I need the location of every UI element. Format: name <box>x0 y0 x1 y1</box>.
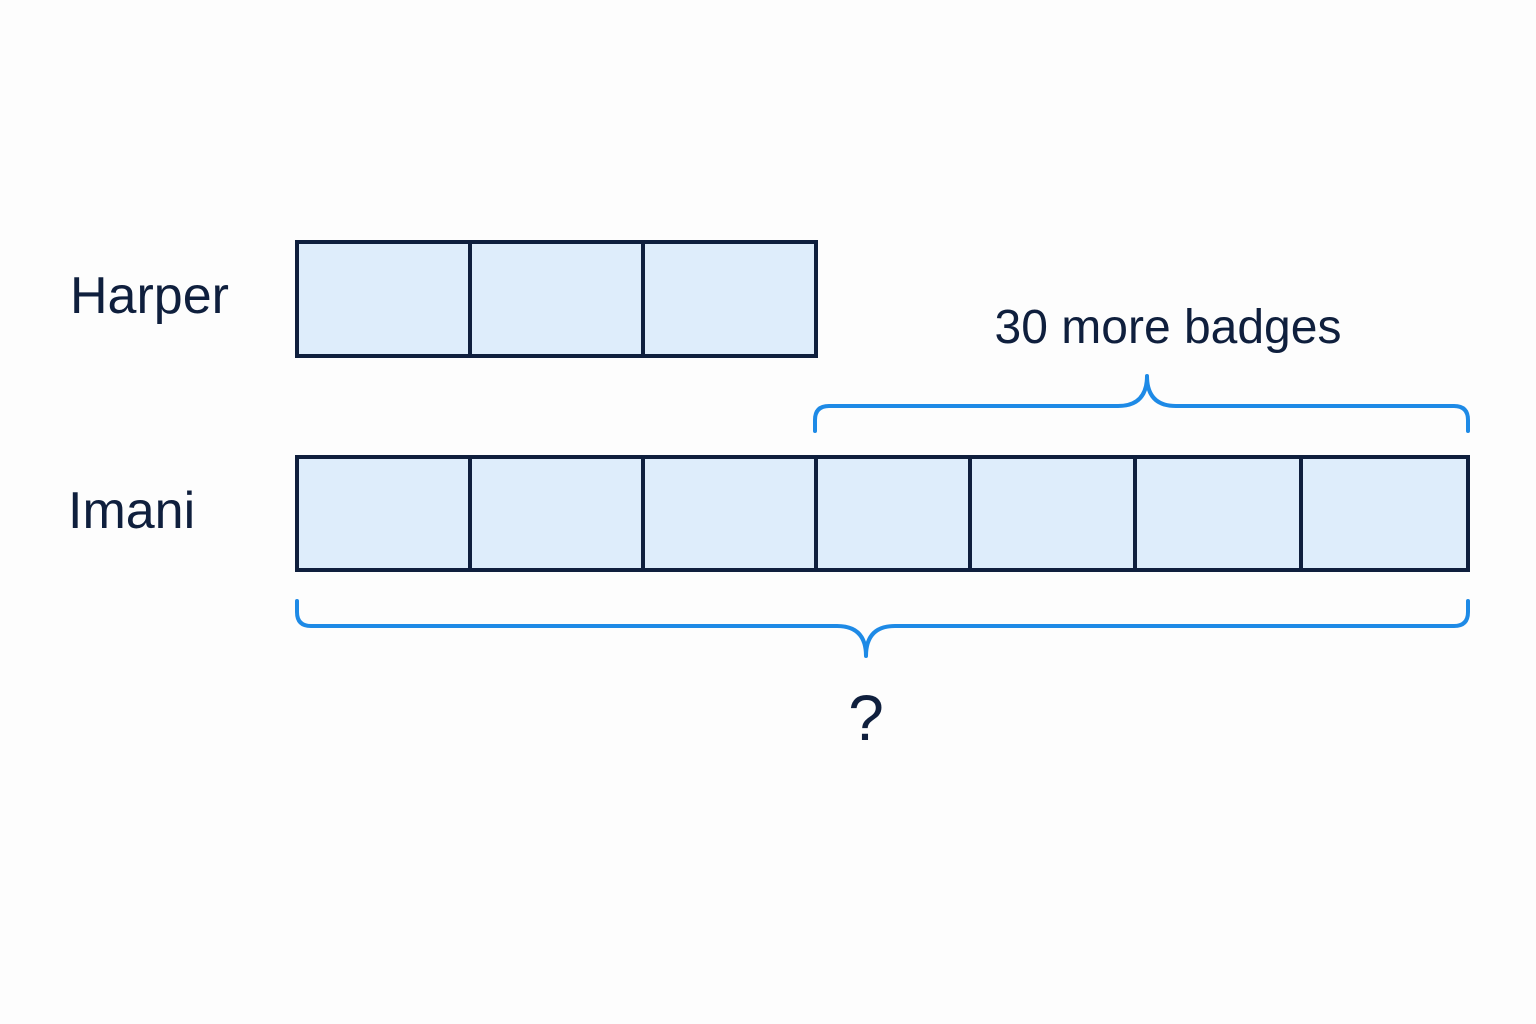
top-brace <box>813 374 1470 433</box>
imani-unit-box <box>1133 455 1303 572</box>
imani-tape <box>295 455 1470 572</box>
imani-unit-box <box>641 455 818 572</box>
imani-unit-box <box>1299 455 1470 572</box>
top-brace-label: 30 more badges <box>995 301 1342 354</box>
imani-unit-box <box>814 455 972 572</box>
imani-unit-box <box>295 455 472 572</box>
harper-unit-box <box>641 240 818 358</box>
harper-unit-box <box>295 240 472 358</box>
row-label-harper: Harper <box>70 267 229 325</box>
harper-tape <box>295 240 818 358</box>
imani-unit-box <box>968 455 1137 572</box>
harper-unit-box <box>468 240 645 358</box>
bottom-brace <box>295 599 1470 658</box>
row-label-imani: Imani <box>68 482 195 540</box>
imani-unit-box <box>468 455 645 572</box>
bottom-brace-label: ? <box>848 682 884 754</box>
